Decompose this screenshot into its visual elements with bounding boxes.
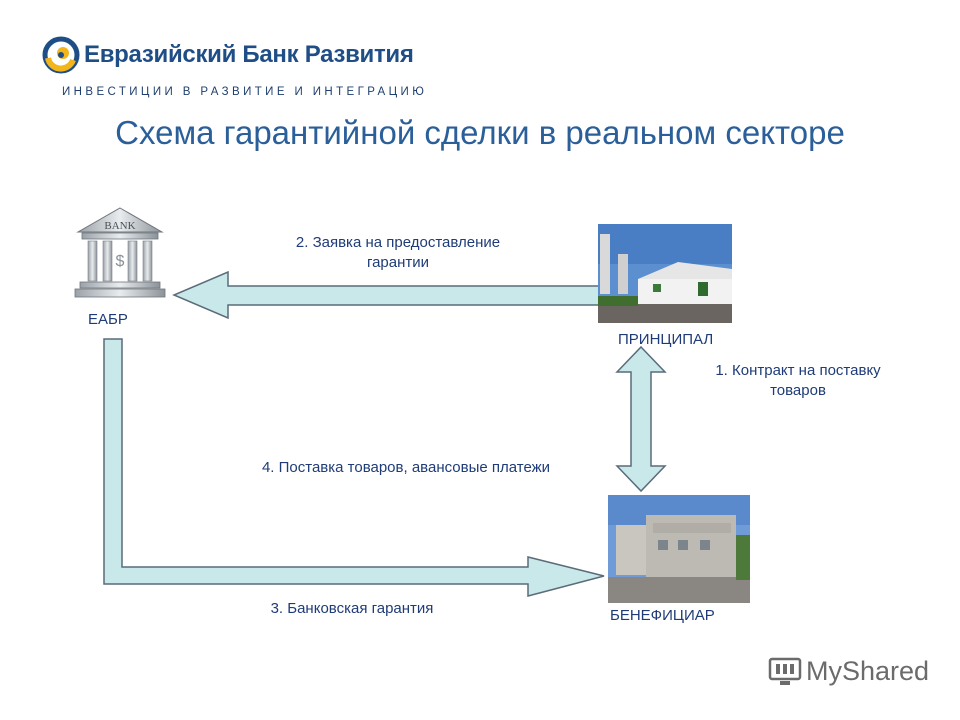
bank-icon-text: BANK <box>104 220 135 232</box>
watermark-monitor-icon <box>768 657 802 685</box>
bank-label: ЕАБР <box>88 311 128 328</box>
arrow-contract <box>615 345 667 493</box>
flow-label-contract-line1: 1. Контракт на поставку <box>715 362 881 379</box>
flow-label-application-line2: гарантии <box>366 254 430 271</box>
flow-label-contract-line2: товаров <box>770 382 826 399</box>
beneficiary-label: БЕНЕФИЦИАР <box>610 607 715 624</box>
bank-building-icon: BANK $ <box>74 207 166 298</box>
page-title: Схема гарантийной сделки в реальном сект… <box>115 114 845 151</box>
watermark-text: MyShared <box>806 656 930 686</box>
flow-label-application: 2. Заявка на предоставление гарантии <box>252 233 544 273</box>
arrow-application <box>172 270 601 320</box>
flow-label-guarantee: 3. Банковская гарантия <box>270 600 434 617</box>
principal-label: ПРИНЦИПАЛ <box>618 331 714 348</box>
beneficiary-building-image <box>608 495 750 603</box>
brand-tagline: ИНВЕСТИЦИИ В РАЗВИТИЕ И ИНТЕГРАЦИЮ <box>62 86 428 98</box>
principal-factory-image <box>598 224 732 323</box>
brand-logo-icon <box>42 36 80 74</box>
flow-label-delivery: 4. Поставка товаров, авансовые платежи <box>261 459 551 476</box>
flow-label-contract: 1. Контракт на поставку товаров <box>680 361 916 401</box>
svg-text:$: $ <box>116 253 125 270</box>
brand-name: Евразийский Банк Развития <box>84 41 414 68</box>
flow-label-application-line1: 2. Заявка на предоставление <box>295 234 501 251</box>
arrow-guarantee <box>103 338 605 597</box>
